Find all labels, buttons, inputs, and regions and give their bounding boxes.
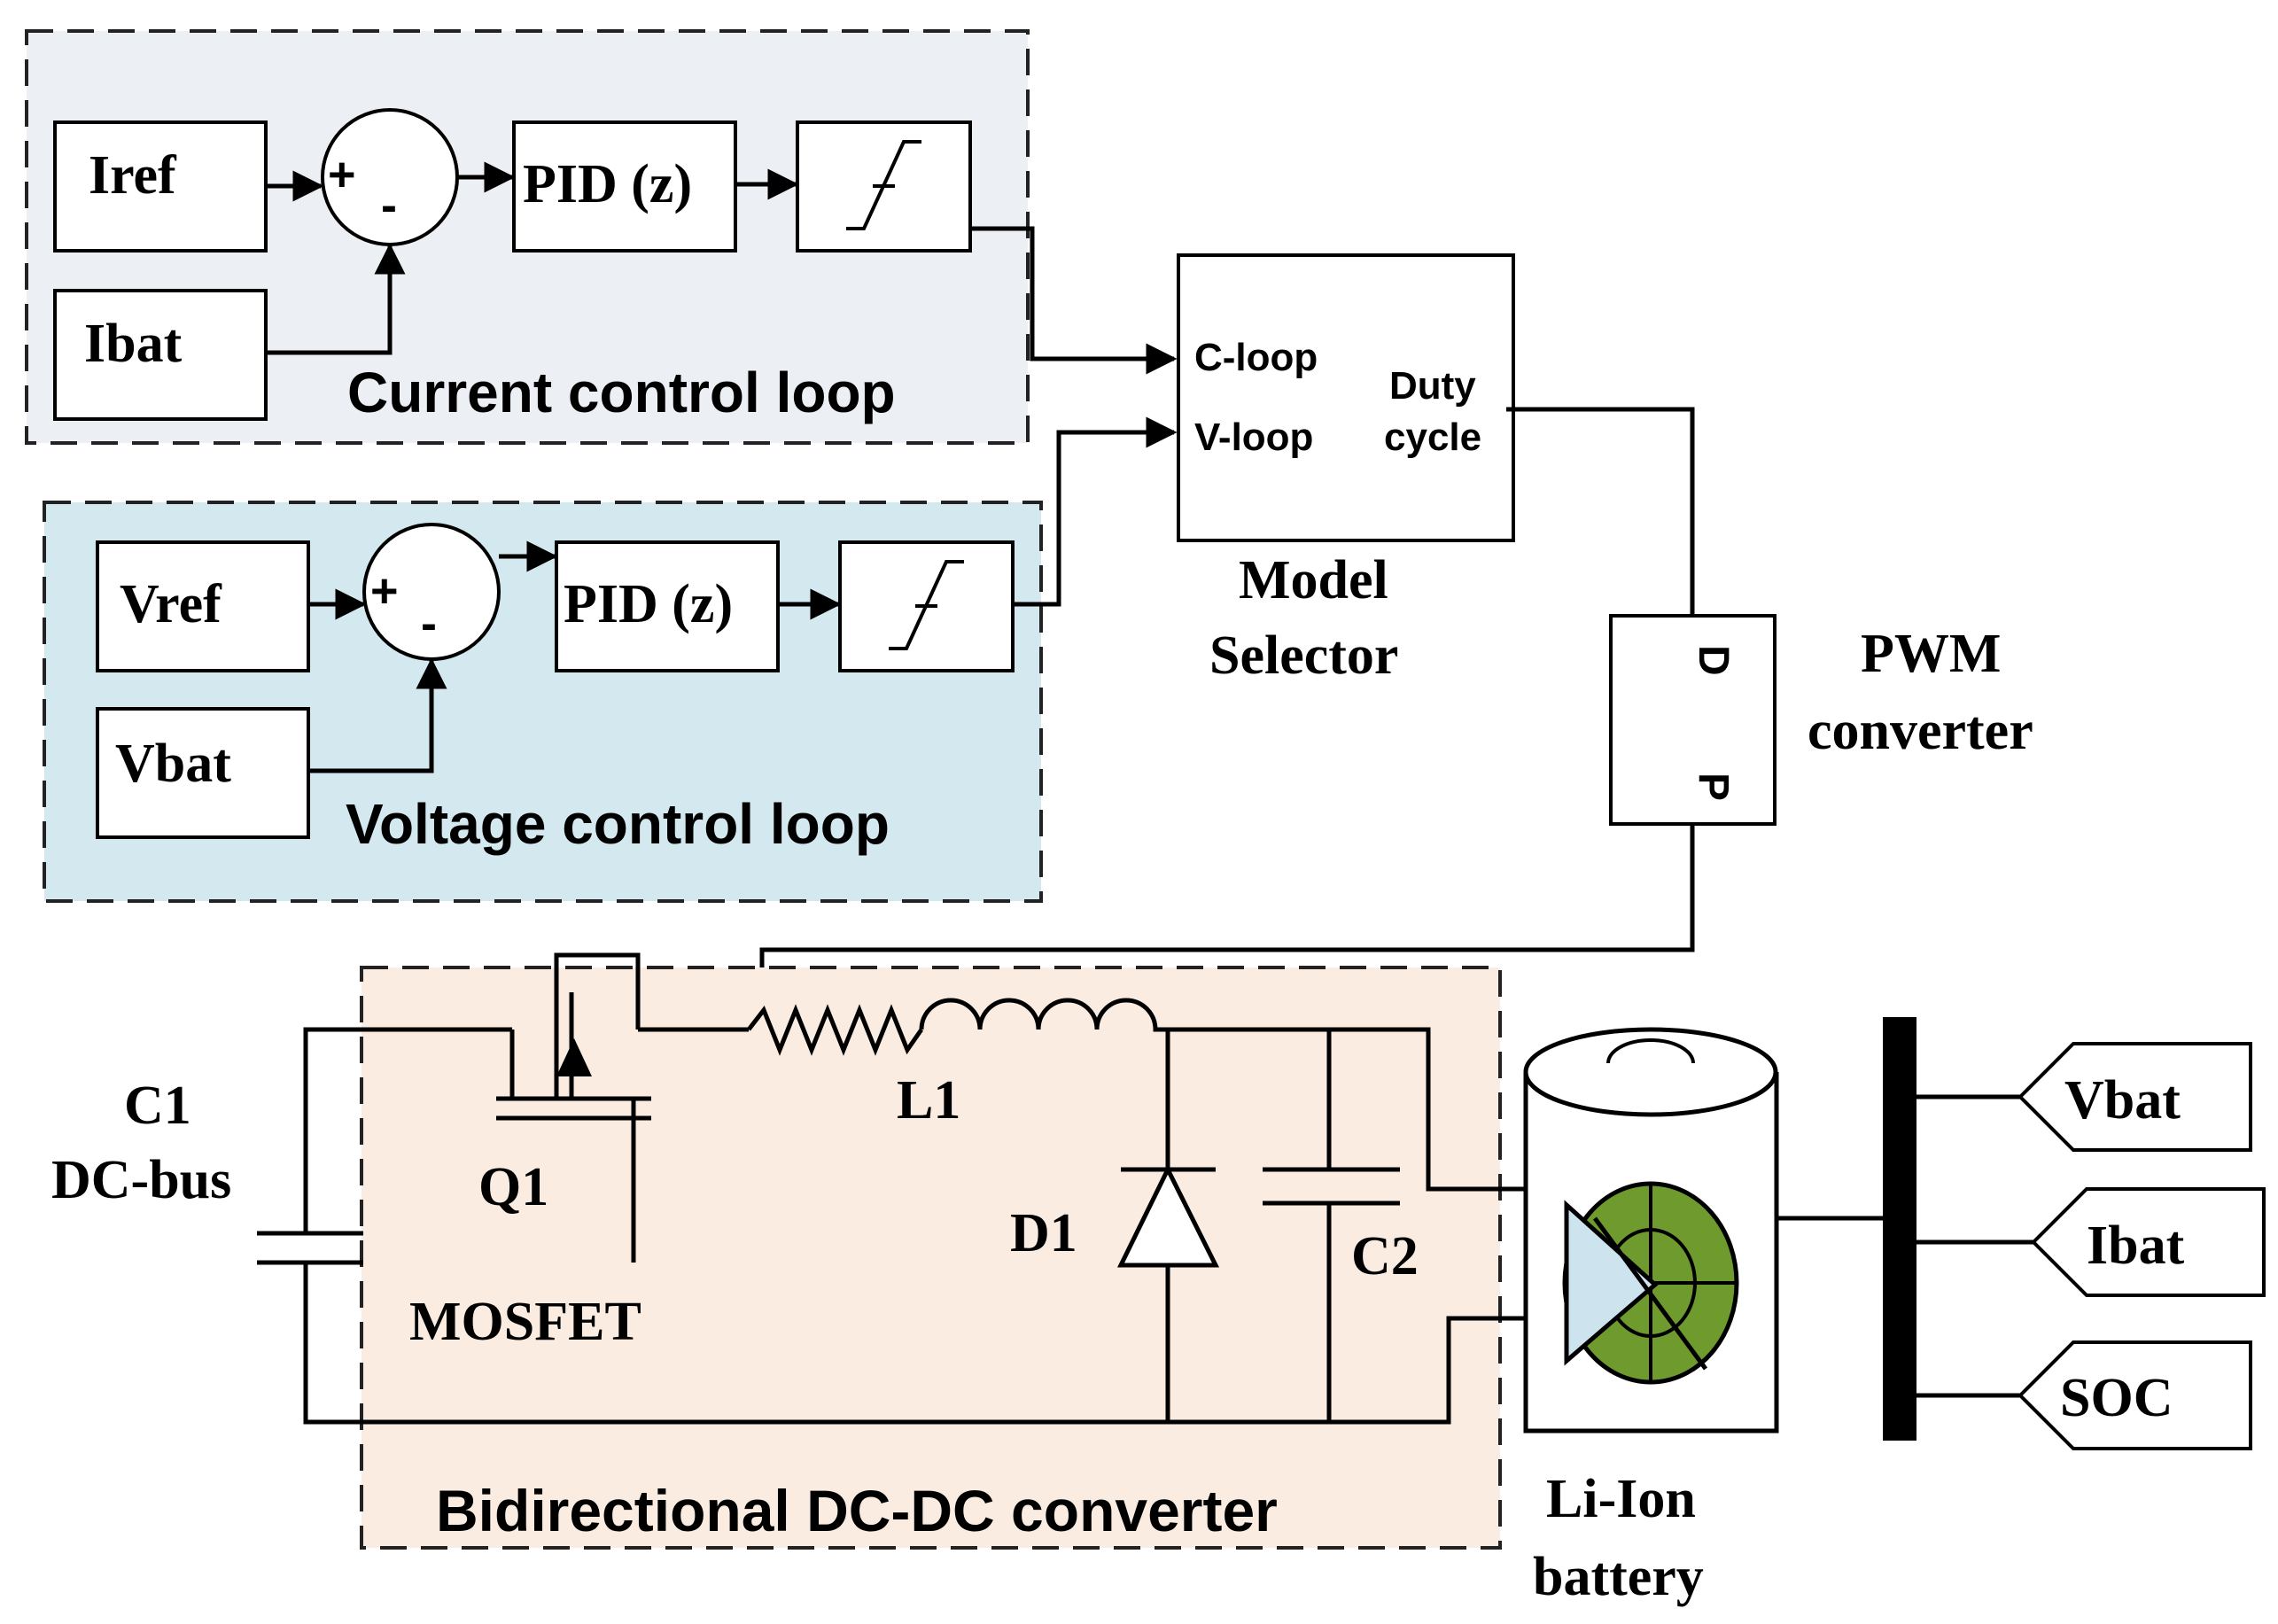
vbat-label: Vbat — [115, 734, 231, 794]
output-ibat-label: Ibat — [2087, 1216, 2185, 1276]
bus-bar — [1883, 1017, 1916, 1441]
output-port-vbat: Vbat — [2018, 1042, 2252, 1152]
converter-title: Bidirectional DC-DC converter — [436, 1478, 1278, 1543]
c2-label: C2 — [1351, 1226, 1419, 1286]
current-control-loop: Iref Ibat + - PID (z) Current control lo… — [25, 29, 1030, 445]
ibat-block — [53, 289, 268, 421]
ibat-feedback-wire — [266, 243, 406, 355]
voltage-sum-minus: - — [421, 597, 437, 650]
measurement-bus — [1777, 1017, 2033, 1441]
diode-d1-symbol — [1116, 1164, 1220, 1268]
voltage-pid-block — [555, 540, 780, 672]
pwm-port-p: P — [1690, 773, 1737, 801]
iref-label: Iref — [89, 145, 177, 206]
vref-label: Vref — [120, 574, 222, 634]
current-sum-minus: - — [381, 179, 397, 232]
v-loop-port: V-loop — [1194, 416, 1313, 459]
voltage-pid-label: PID (z) — [564, 574, 733, 634]
model-selector-block — [1177, 253, 1515, 542]
current-sum-plus: + — [328, 148, 356, 201]
converter-background — [360, 966, 1502, 1550]
l1-label: L1 — [897, 1070, 960, 1131]
iref-block — [53, 120, 268, 253]
vbat-block — [96, 707, 310, 839]
model-selector-caption-2: Selector — [1209, 626, 1398, 686]
model-selector-caption-1: Model — [1239, 550, 1388, 610]
d1-label: D1 — [1010, 1203, 1077, 1263]
output-port-ibat: Ibat — [2031, 1187, 2266, 1297]
q1-label: Q1 — [478, 1157, 548, 1217]
current-pid-block — [512, 120, 737, 253]
inductor-l1-symbol — [919, 998, 1158, 1032]
pwm-port-d: D — [1690, 645, 1737, 676]
c1-label: C1 — [124, 1076, 191, 1136]
voltage-loop-title: Voltage control loop — [346, 792, 890, 856]
ibat-label: Ibat — [84, 314, 183, 374]
pwm-block — [1609, 614, 1777, 826]
current-loop-to-selector-wire — [970, 226, 1178, 375]
li-ion-battery-icon — [1523, 1027, 1779, 1434]
dc-dc-converter: Bidirectional DC-DC converter C1 DC-bus … — [51, 952, 1526, 1550]
mosfet-label: MOSFET — [409, 1292, 641, 1352]
voltage-saturation-icon — [889, 560, 964, 650]
voltage-control-loop: Vref Vbat + - PID (z) Voltage control lo… — [43, 501, 1043, 903]
duty-cycle-port-line2: cycle — [1384, 416, 1481, 459]
current-pid-label: PID (z) — [523, 154, 692, 214]
battery-caption-2: battery — [1533, 1547, 1704, 1607]
c1-top-wire — [303, 1027, 512, 1233]
pwm-caption-1: PWM — [1861, 624, 2001, 684]
vbat-feedback-wire — [308, 657, 447, 773]
resistor-symbol — [747, 1004, 924, 1056]
output-vbat-label: Vbat — [2064, 1070, 2181, 1131]
voltage-loop-to-selector-wire — [1013, 416, 1178, 607]
model-selector: C-loop V-loop Duty cycle Model Selector — [970, 226, 1695, 686]
duty-cycle-port-line1: Duty — [1389, 364, 1476, 408]
duty-cycle-to-pwm-wire — [1506, 407, 1695, 616]
dc-bus-label: DC-bus — [51, 1150, 231, 1210]
battery-caption-1: Li-Ion — [1546, 1469, 1696, 1529]
output-port-soc: SOC — [2018, 1340, 2252, 1450]
output-soc-label: SOC — [2060, 1368, 2173, 1428]
voltage-sum-plus: + — [370, 564, 399, 618]
vref-block — [96, 540, 310, 672]
ground-rail — [303, 1263, 1526, 1425]
current-loop-title: Current control loop — [347, 361, 896, 424]
pwm-caption-2: converter — [1808, 701, 2033, 761]
c-loop-port: C-loop — [1194, 336, 1318, 379]
mosfet-symbol — [496, 952, 749, 1263]
current-saturation-icon — [846, 140, 921, 230]
output-top-wire — [1156, 1027, 1526, 1192]
